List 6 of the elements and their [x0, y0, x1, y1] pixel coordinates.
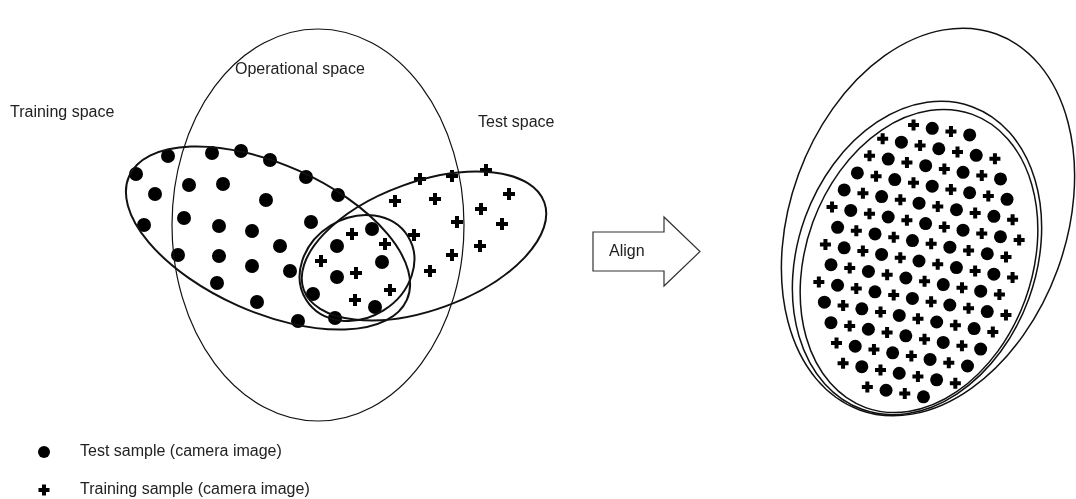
legend-label: Training sample (camera image) — [80, 480, 310, 498]
space-label: Test space — [478, 113, 555, 131]
legend-label: Test sample (camera image) — [80, 442, 282, 460]
space-label: Training space — [10, 103, 115, 121]
arrow-label: Align — [609, 242, 645, 260]
space-label: Operational space — [235, 60, 365, 78]
